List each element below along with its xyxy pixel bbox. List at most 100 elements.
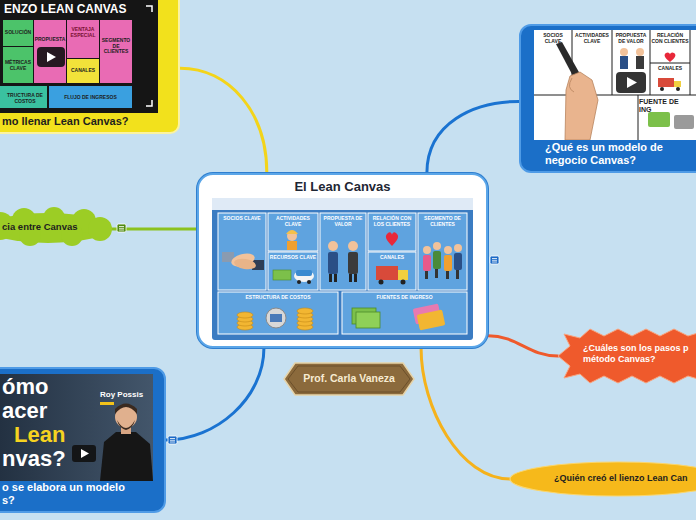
canvas-label: FUENTE DE ING	[639, 98, 693, 113]
graphic-part	[117, 420, 135, 430]
graphic-part	[534, 95, 696, 96]
graphic-part	[81, 449, 89, 458]
graphic-part	[287, 241, 297, 250]
graphic-part	[237, 312, 253, 318]
graphic-part	[650, 63, 690, 64]
canvas-label: TRUCTURA DE COSTOS	[2, 93, 48, 104]
graphic-part	[368, 213, 416, 251]
graphic-part	[297, 280, 301, 284]
graphic-part	[620, 56, 628, 69]
graphic-part	[287, 231, 297, 241]
video-thumbnail	[534, 30, 696, 140]
topic-text: ¿Cuáles son los pasos p método Canvas?	[583, 343, 693, 365]
branch-connector	[180, 68, 267, 173]
canvas-label: ACTIVIDADES CLAVE	[268, 216, 318, 227]
graphic-part	[648, 112, 670, 127]
graphic-part	[237, 308, 313, 330]
graphic-part	[425, 271, 428, 279]
canvas-label: VENTAJA ESPECIAL	[67, 27, 99, 38]
graphic-part	[72, 445, 96, 462]
graphic-part	[100, 432, 153, 481]
graphic-part	[569, 78, 574, 92]
graphic-part	[342, 292, 467, 334]
graphic-part	[0, 374, 153, 481]
graphic-part	[398, 270, 408, 280]
graphic-part	[47, 52, 56, 62]
graphic-part	[401, 280, 406, 285]
topic-text: ¿Qué es un modelo de negocio Canvas?	[545, 141, 680, 167]
graphic-part	[674, 115, 694, 129]
branch-connector	[166, 348, 264, 440]
graphic-part	[636, 56, 644, 69]
graphic-part	[510, 462, 696, 496]
ellipse-topic: ¿Quién creó el lienzo Lean Can	[508, 460, 696, 498]
canvas-label: ESTRUCTURA DE COSTOS	[218, 295, 338, 301]
graphic-part	[270, 314, 282, 322]
graphic-part	[0, 0, 158, 113]
graphic-part	[354, 274, 357, 282]
graphic-part	[334, 274, 337, 282]
graphic-part	[67, 20, 99, 58]
graphic-part	[117, 224, 126, 232]
note-icon	[490, 256, 499, 264]
graphic-part	[218, 292, 338, 334]
topic-title: El Lean Canvas	[197, 179, 488, 195]
graphic-part	[284, 363, 414, 395]
graphic-part	[67, 59, 99, 83]
canvas-label: SOCIOS CLAVE	[218, 216, 266, 222]
graphic-part	[444, 246, 452, 254]
graphic-part	[307, 280, 311, 284]
graphic-part	[558, 329, 696, 383]
graphic-part	[349, 274, 352, 282]
starburst-topic: ¿Cuáles son los pasos p método Canvas?	[558, 328, 696, 384]
presenter-name: Roy Possis	[100, 391, 143, 400]
canvas-label: PROPUESTA	[34, 37, 66, 43]
graphic-part	[119, 228, 124, 229]
graphic-part	[268, 252, 318, 290]
graphic-part	[638, 95, 639, 140]
thumbnail-title: Lean	[14, 424, 65, 446]
graphic-part	[286, 230, 298, 234]
graphic-part	[490, 256, 499, 264]
graphic-part	[119, 226, 124, 227]
note-icon	[168, 436, 177, 444]
canvas-label: SEGMENTO DE CLIENTES	[418, 216, 467, 227]
graphic-part	[115, 404, 137, 415]
canvas-label: RECURSOS CLAVE	[268, 255, 318, 261]
graphic-part	[492, 260, 497, 261]
canvas-label: CANALES	[651, 66, 689, 72]
thumbnail-title: nvas?	[2, 448, 66, 470]
canvas-label: MÉTRICAS CLAVE	[3, 60, 33, 71]
topic-text: ¿Quién creó el lienzo Lean Can	[554, 473, 688, 484]
graphic-part	[268, 213, 318, 251]
graphic-part	[100, 20, 132, 83]
graphic-part	[665, 52, 676, 62]
canvas-label: FLUJO DE INGRESOS	[49, 95, 132, 101]
branch-connector	[427, 101, 519, 173]
graphic-part	[376, 266, 398, 280]
thumbnail-title: acer	[2, 400, 47, 422]
graphic-part	[658, 78, 674, 87]
graphic-part	[418, 213, 467, 290]
graphic-part	[676, 87, 680, 91]
graphic-part	[492, 258, 497, 259]
graphic-part	[660, 87, 664, 91]
canvas-label: SEGMENTO DE CLIENTES	[100, 38, 132, 55]
graphic-part	[616, 72, 646, 93]
graphic-part	[435, 269, 438, 278]
graphic-part	[218, 213, 266, 290]
graphic-part	[170, 442, 175, 443]
graphic-part	[379, 280, 384, 285]
video-topic: mo llenar Lean Canvas?	[0, 0, 180, 134]
graphic-part	[146, 100, 152, 106]
author-text: Prof. Carla Vaneza	[283, 372, 415, 385]
graphic-part	[88, 217, 112, 241]
graphic-part	[433, 251, 441, 269]
graphic-part	[556, 42, 580, 78]
graphic-part	[534, 30, 696, 140]
graphic-part	[170, 438, 175, 439]
graphic-part	[37, 47, 65, 67]
graphic-part	[454, 244, 462, 252]
graphic-part	[119, 230, 124, 231]
